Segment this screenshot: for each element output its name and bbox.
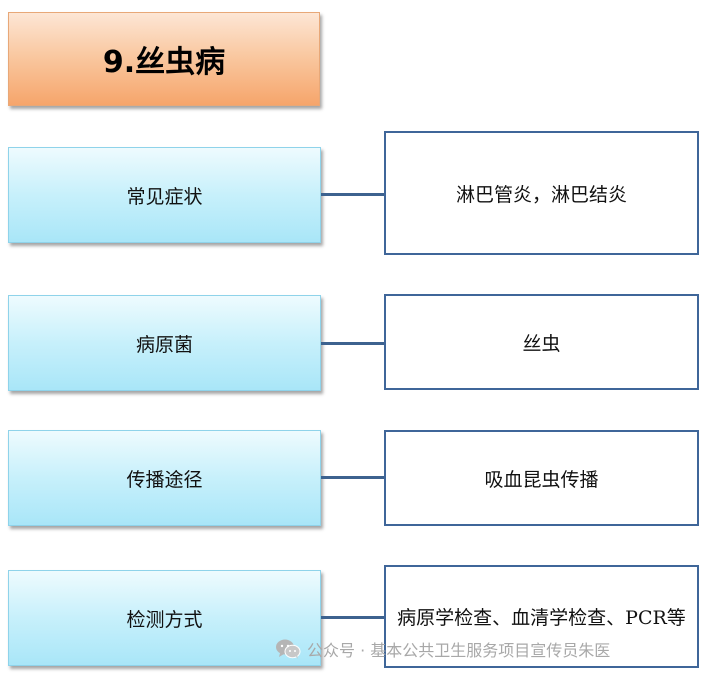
- row-label-transmission: 传播途径: [8, 430, 321, 526]
- row-label-symptoms: 常见症状: [8, 147, 321, 243]
- row-label-pathogen: 病原菌: [8, 295, 321, 391]
- row-label-detection: 检测方式: [8, 570, 321, 666]
- row-value-pathogen: 丝虫: [384, 294, 699, 390]
- connector-line: [321, 616, 384, 619]
- row-value-symptoms: 淋巴管炎，淋巴结炎: [384, 131, 699, 255]
- row-value-detection: 病原学检查、血清学检查、PCR等: [384, 565, 699, 668]
- diagram-title: 9.丝虫病: [8, 12, 320, 106]
- wechat-icon: [276, 639, 301, 659]
- watermark: 公众号 · 基本公共卫生服务项目宣传员朱医: [275, 637, 610, 661]
- connector-line: [321, 193, 384, 196]
- connector-line: [321, 476, 384, 479]
- watermark-text: 公众号 · 基本公共卫生服务项目宣传员朱医: [307, 641, 611, 660]
- row-value-transmission: 吸血昆虫传播: [384, 430, 699, 526]
- connector-line: [321, 342, 384, 345]
